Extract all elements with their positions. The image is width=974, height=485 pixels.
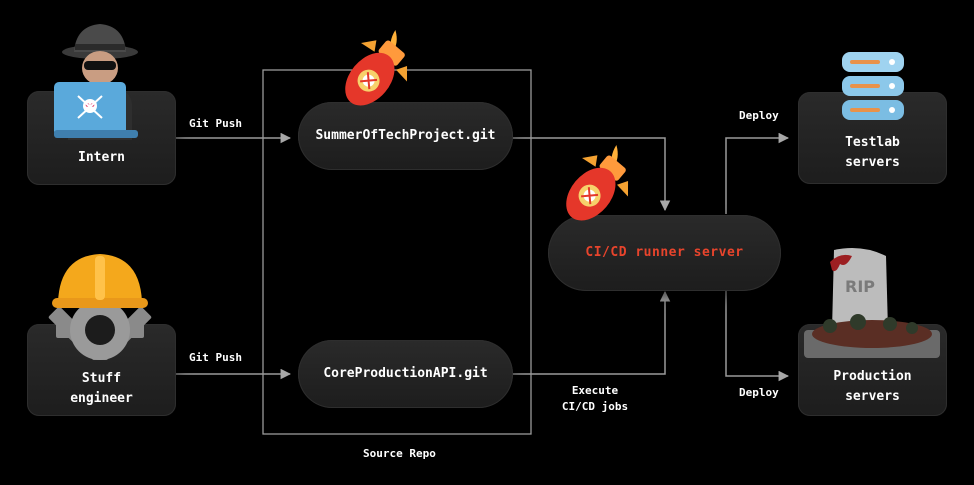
core-repo-node: CoreProductionAPI.git [298, 340, 513, 408]
production-label-line1: Production [833, 369, 912, 384]
execute-label-line1: Execute [571, 384, 619, 397]
ci-runner-label: CI/CD runner server [585, 245, 744, 260]
deploy-testlab-arrow [725, 132, 790, 214]
server-stack-icon [842, 52, 904, 120]
execute-label: Execute CI/CD jobs [560, 383, 630, 415]
hacker-icon [54, 24, 138, 140]
source-repo-label: Source Repo [363, 447, 436, 460]
production-label-line2: servers [845, 389, 900, 404]
git-push-label-bottom: Git Push [189, 351, 242, 364]
tombstone-text: RIP [845, 277, 875, 296]
execute-label-line2: CI/CD jobs [561, 400, 629, 413]
core-repo-label: CoreProductionAPI.git [323, 366, 488, 381]
core-to-ci-arrow [513, 290, 671, 375]
staff-engineer-label-line2: engineer [70, 391, 133, 406]
rocket-icon-ci [566, 145, 629, 221]
deploy-label-top: Deploy [739, 109, 779, 122]
intern-label: Intern [78, 150, 125, 165]
summer-to-ci-arrow [513, 137, 671, 212]
summer-repo-node: SummerOfTechProject.git [298, 102, 513, 170]
hardhat-gear-icon [48, 254, 152, 360]
summer-repo-label: SummerOfTechProject.git [315, 128, 496, 143]
testlab-label-line1: Testlab [845, 135, 900, 150]
rocket-icon-repo [345, 30, 408, 106]
deploy-production-arrow [725, 290, 790, 382]
staff-engineer-label-line1: Stuff [81, 371, 122, 386]
ci-runner-node: CI/CD runner server [548, 215, 781, 291]
git-push-label-top: Git Push [189, 117, 242, 130]
deploy-label-bottom: Deploy [739, 386, 779, 399]
tombstone-icon: RIP [804, 248, 940, 358]
testlab-label-line2: servers [845, 155, 900, 170]
